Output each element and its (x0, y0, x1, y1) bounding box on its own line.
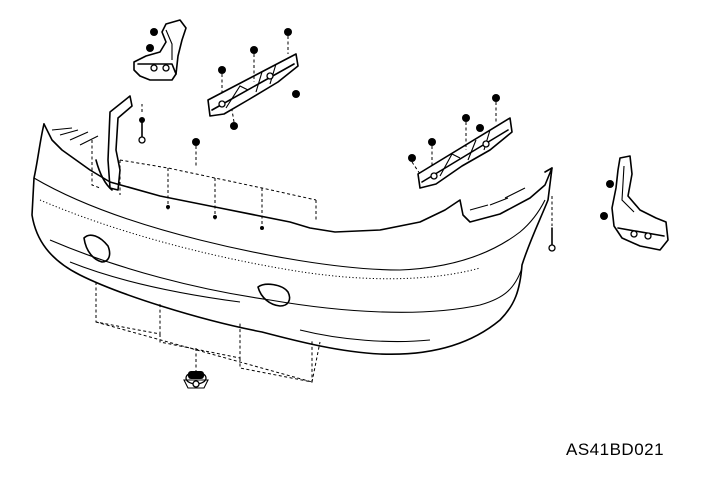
left-mud-flap (133, 19, 187, 81)
right-mud-flap (600, 155, 669, 251)
front-bumper-cover (31, 95, 553, 356)
grommet-clip (183, 348, 209, 389)
right-bumper-bracket (408, 94, 513, 189)
left-bumper-bracket (207, 28, 300, 130)
push-clip (138, 104, 200, 168)
bolt (548, 196, 556, 252)
lower-spoiler-panel (95, 282, 321, 383)
reference-code: AS41BD021 (566, 440, 665, 459)
